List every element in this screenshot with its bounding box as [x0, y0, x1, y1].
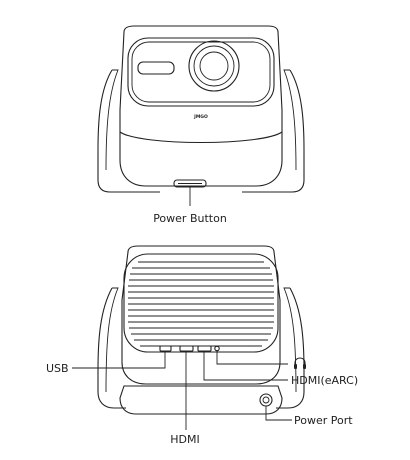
brand-logo: JMGO — [193, 114, 208, 120]
back-body — [121, 245, 281, 385]
usb-port[interactable] — [159, 345, 172, 352]
power-port-label: Power Port — [294, 414, 353, 427]
front-panel — [127, 37, 275, 107]
hdmi-port[interactable] — [179, 345, 194, 352]
audio-jack[interactable] — [214, 345, 220, 352]
lens-mid — [193, 45, 235, 87]
power-port-leader — [265, 406, 292, 421]
headphone-icon — [294, 357, 306, 369]
back-stand-right-arm — [276, 287, 305, 409]
power-port-inner — [262, 396, 270, 404]
stand-right-arm — [242, 69, 305, 193]
back-stand-left-arm-inner — [105, 287, 119, 393]
audio-leader — [216, 351, 288, 365]
stand-left-arm — [97, 69, 160, 193]
sensor-window — [137, 61, 175, 75]
hdmi-earc-port[interactable] — [197, 345, 212, 352]
lens-inner — [199, 51, 229, 81]
projector-front-view: JMGO Power Button — [97, 25, 305, 225]
projector-back-view: USB HDMI HDMI(eARC) Power Port — [46, 245, 358, 446]
stand-left-arm-inner — [105, 69, 119, 171]
stand-base — [119, 385, 283, 415]
stand-right-arm-inner — [283, 69, 297, 171]
back-stand-left-arm — [97, 287, 126, 409]
vent-grille — [128, 261, 274, 347]
back-stand-right-arm-inner — [283, 287, 297, 393]
hdmi-label: HDMI — [170, 433, 199, 446]
vent-grille-frame — [123, 253, 279, 353]
power-button-label: Power Button — [153, 212, 227, 225]
lens-outer — [188, 40, 240, 92]
power-port[interactable] — [259, 393, 273, 407]
hdmi-earc-label: HDMI(eARC) — [291, 374, 358, 387]
usb-leader — [72, 351, 166, 369]
body-seam — [119, 131, 283, 144]
projector-body — [119, 25, 283, 187]
hdmi-earc-leader — [203, 351, 288, 381]
usb-label: USB — [46, 362, 69, 375]
front-panel-inner — [131, 41, 271, 103]
